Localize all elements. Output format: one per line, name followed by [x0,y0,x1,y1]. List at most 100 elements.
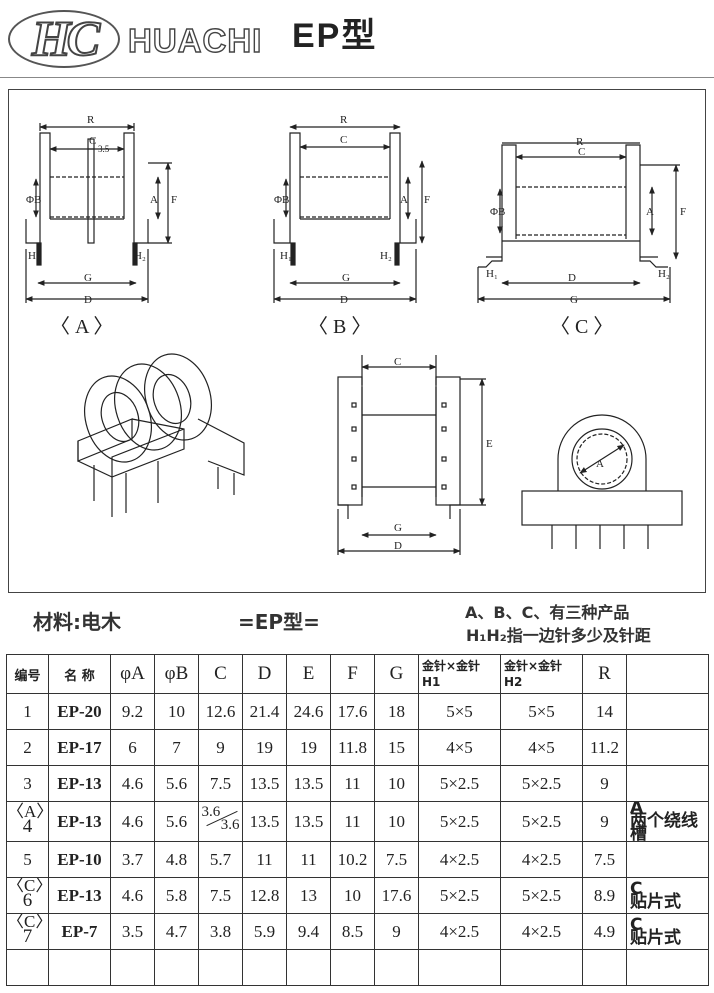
cell-g: 10 [374,765,419,802]
cell-c: 7.5 [198,765,243,802]
cell-d: 12.8 [242,877,287,914]
cell-e: 13 [286,877,331,914]
dim-label-h1: H₁ [280,250,292,262]
header-h2-line2: H2 [504,675,523,689]
cell-name: EP-13 [48,877,111,914]
view-a-caption: 〈 A 〉 [50,316,113,338]
cell-d: 11 [242,841,287,878]
dim-label-g: G [570,294,578,306]
cell-f: 10.2 [330,841,375,878]
dim-label-g: G [394,522,402,534]
dim-label-phib: ΦB [26,194,41,206]
cell-h1: 4×2.5 [418,913,501,950]
dim-label-f: F [680,206,686,218]
cell-empty [626,949,709,986]
table-header-row: 编号 名 称 φA φB C D E F G 金针×金针 H1 金针×金针 H2… [6,654,709,694]
cell-h2: 4×5 [500,729,583,766]
cell-name: EP-7 [48,913,111,950]
cell-h1: 5×2.5 [418,765,501,802]
dim-label-gap: 3.5 [98,144,110,154]
cell-empty [286,949,331,986]
cell-empty [418,949,501,986]
cell-phib: 5.6 [154,765,199,802]
split-value-bottom: 3.6 [220,817,240,833]
dim-label-g: G [342,272,350,284]
cell-h2: 5×2.5 [500,765,583,802]
header-e: E [286,654,331,694]
brand-name: HUACHI [127,21,263,59]
dim-label-r: R [87,114,95,126]
dim-label-h1: H₁ [486,268,498,280]
cell-h1: 4×2.5 [418,841,501,878]
cell-phia: 6 [110,729,155,766]
cell-empty [110,949,155,986]
cell-phia: 4.6 [110,801,155,842]
header-c: C [198,654,243,694]
cell-c: 5.7 [198,841,243,878]
logo: HC [31,9,101,67]
variant-tag: 〈C〉 [7,877,49,895]
dim-label-phib: ΦB [490,206,505,218]
cell-remark [626,729,709,766]
cell-r: 9 [582,801,627,842]
cell-e: 13.5 [286,801,331,842]
cell-e: 13.5 [286,765,331,802]
header-h2: 金针×金针 H2 [500,654,583,694]
split-value-top: 3.6 [201,804,221,820]
cell-h2: 5×5 [500,693,583,730]
header-r: R [582,654,627,694]
cell-phia: 3.7 [110,841,155,878]
dim-label-h2: H₂ [134,250,146,262]
material-note: 材料:电木 [33,610,121,634]
cell-name: EP-13 [48,765,111,802]
cell-empty [330,949,375,986]
page-title: EP型 [292,17,378,55]
cell-r: 11.2 [582,729,627,766]
cell-g: 7.5 [374,841,419,878]
header-phia: φA [110,654,155,694]
remark-text: 两个绕线槽 [630,811,698,842]
cell-g: 9 [374,913,419,950]
dim-label-d: D [340,294,348,306]
cell-empty [198,949,243,986]
cell-empty [6,949,49,986]
dim-label-a: A [400,194,408,206]
header-h2-line1: 金针×金针 [504,659,563,673]
cell-no: 〈C〉6 [6,877,49,914]
cell-e: 24.6 [286,693,331,730]
cell-f: 8.5 [330,913,375,950]
table-row-empty [6,949,709,986]
dim-label-a: A [646,206,654,218]
dim-label-c: C [89,135,96,147]
dim-label-h2: H₂ [380,250,392,262]
dim-label-f: F [171,194,177,206]
header-d: D [242,654,287,694]
header-f: F [330,654,375,694]
cell-r: 9 [582,765,627,802]
cell-remark [626,693,709,730]
logo-oval [8,10,120,68]
cell-g: 10 [374,801,419,842]
dim-label-phib: ΦB [274,194,289,206]
row-number: 6 [22,889,33,911]
header-h1: 金针×金针 H1 [418,654,501,694]
cell-g: 18 [374,693,419,730]
cell-no: 3 [6,765,49,802]
cell-phib: 5.8 [154,877,199,914]
dim-label-h2: H₂ [658,268,670,280]
dim-label-d: D [84,294,92,306]
dim-label-a: A [150,194,158,206]
view-a-drawing [25,123,172,303]
cell-phia: 9.2 [110,693,155,730]
cell-e: 19 [286,729,331,766]
cell-h1: 5×2.5 [418,877,501,914]
cell-f: 11.8 [330,729,375,766]
cell-f: 10 [330,877,375,914]
cell-phib: 5.6 [154,801,199,842]
